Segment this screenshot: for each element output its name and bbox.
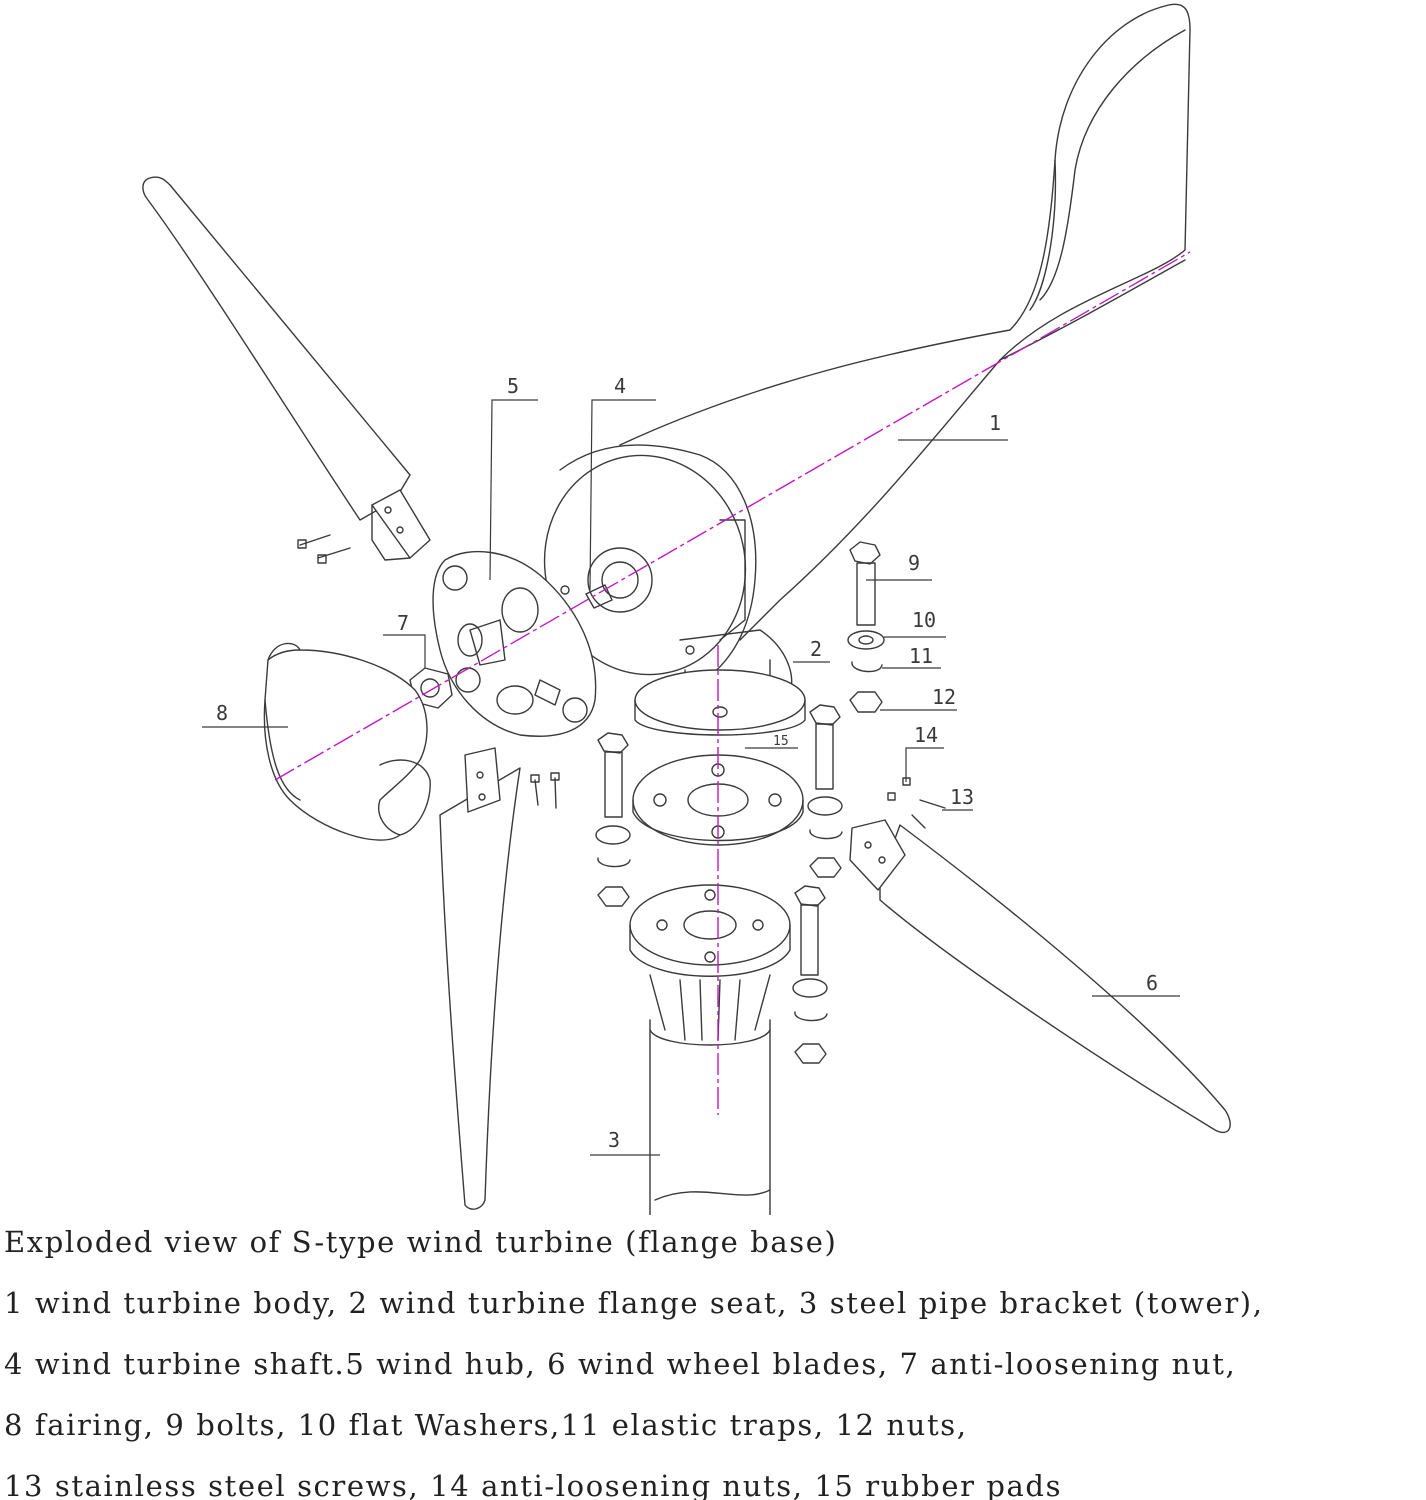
bolt-set-9-12 [847,541,885,713]
part-label-9: 9 [908,551,920,575]
part-label-14: 14 [914,723,938,747]
caption-parts-line-2: 4 wind turbine shaft.5 wind hub, 6 wind … [4,1347,1237,1381]
caption-parts-line-3: 8 fairing, 9 bolts, 10 flat Washers,11 e… [4,1408,968,1442]
blade-upper-left [142,176,431,564]
caption-parts-line-4: 13 stainless steel screws, 14 anti-loose… [4,1469,1063,1500]
tower [629,884,791,1215]
part-label-6: 6 [1146,971,1158,995]
rotor-axis [274,251,1191,781]
blade-lower [439,747,560,1210]
blade-right [849,777,1231,1134]
part-label-12: 12 [932,685,956,709]
part-label-10: 10 [912,608,936,632]
part-label-4: 4 [614,374,626,398]
bolt-set-middle [807,704,843,878]
leader-lines [202,399,1180,1156]
part-label-2: 2 [810,637,822,661]
fairing [263,642,431,841]
caption: Exploded view of S-type wind turbine (fl… [4,1212,1424,1500]
bolt-set-left [595,732,631,907]
part-label-13: 13 [950,785,974,809]
turbine-body [543,3,1191,691]
caption-parts-line-1: 1 wind turbine body, 2 wind turbine flan… [4,1286,1264,1320]
part-label-7: 7 [397,611,409,635]
part-label-15: 15 [773,734,789,749]
part-label-8: 8 [216,701,228,725]
flange-seat [634,629,806,736]
caption-title: Exploded view of S-type wind turbine (fl… [4,1225,838,1259]
bolt-set-lower [792,885,828,1064]
part-label-11: 11 [909,644,933,668]
part-label-1: 1 [989,411,1001,435]
part-label-3: 3 [608,1128,620,1152]
part-numbers: 1 2 3 4 5 6 7 8 9 10 11 12 13 14 15 [216,374,1158,1152]
part-label-5: 5 [507,374,519,398]
exploded-view-drawing: 1 2 3 4 5 6 7 8 9 10 11 12 13 14 15 [142,3,1231,1215]
